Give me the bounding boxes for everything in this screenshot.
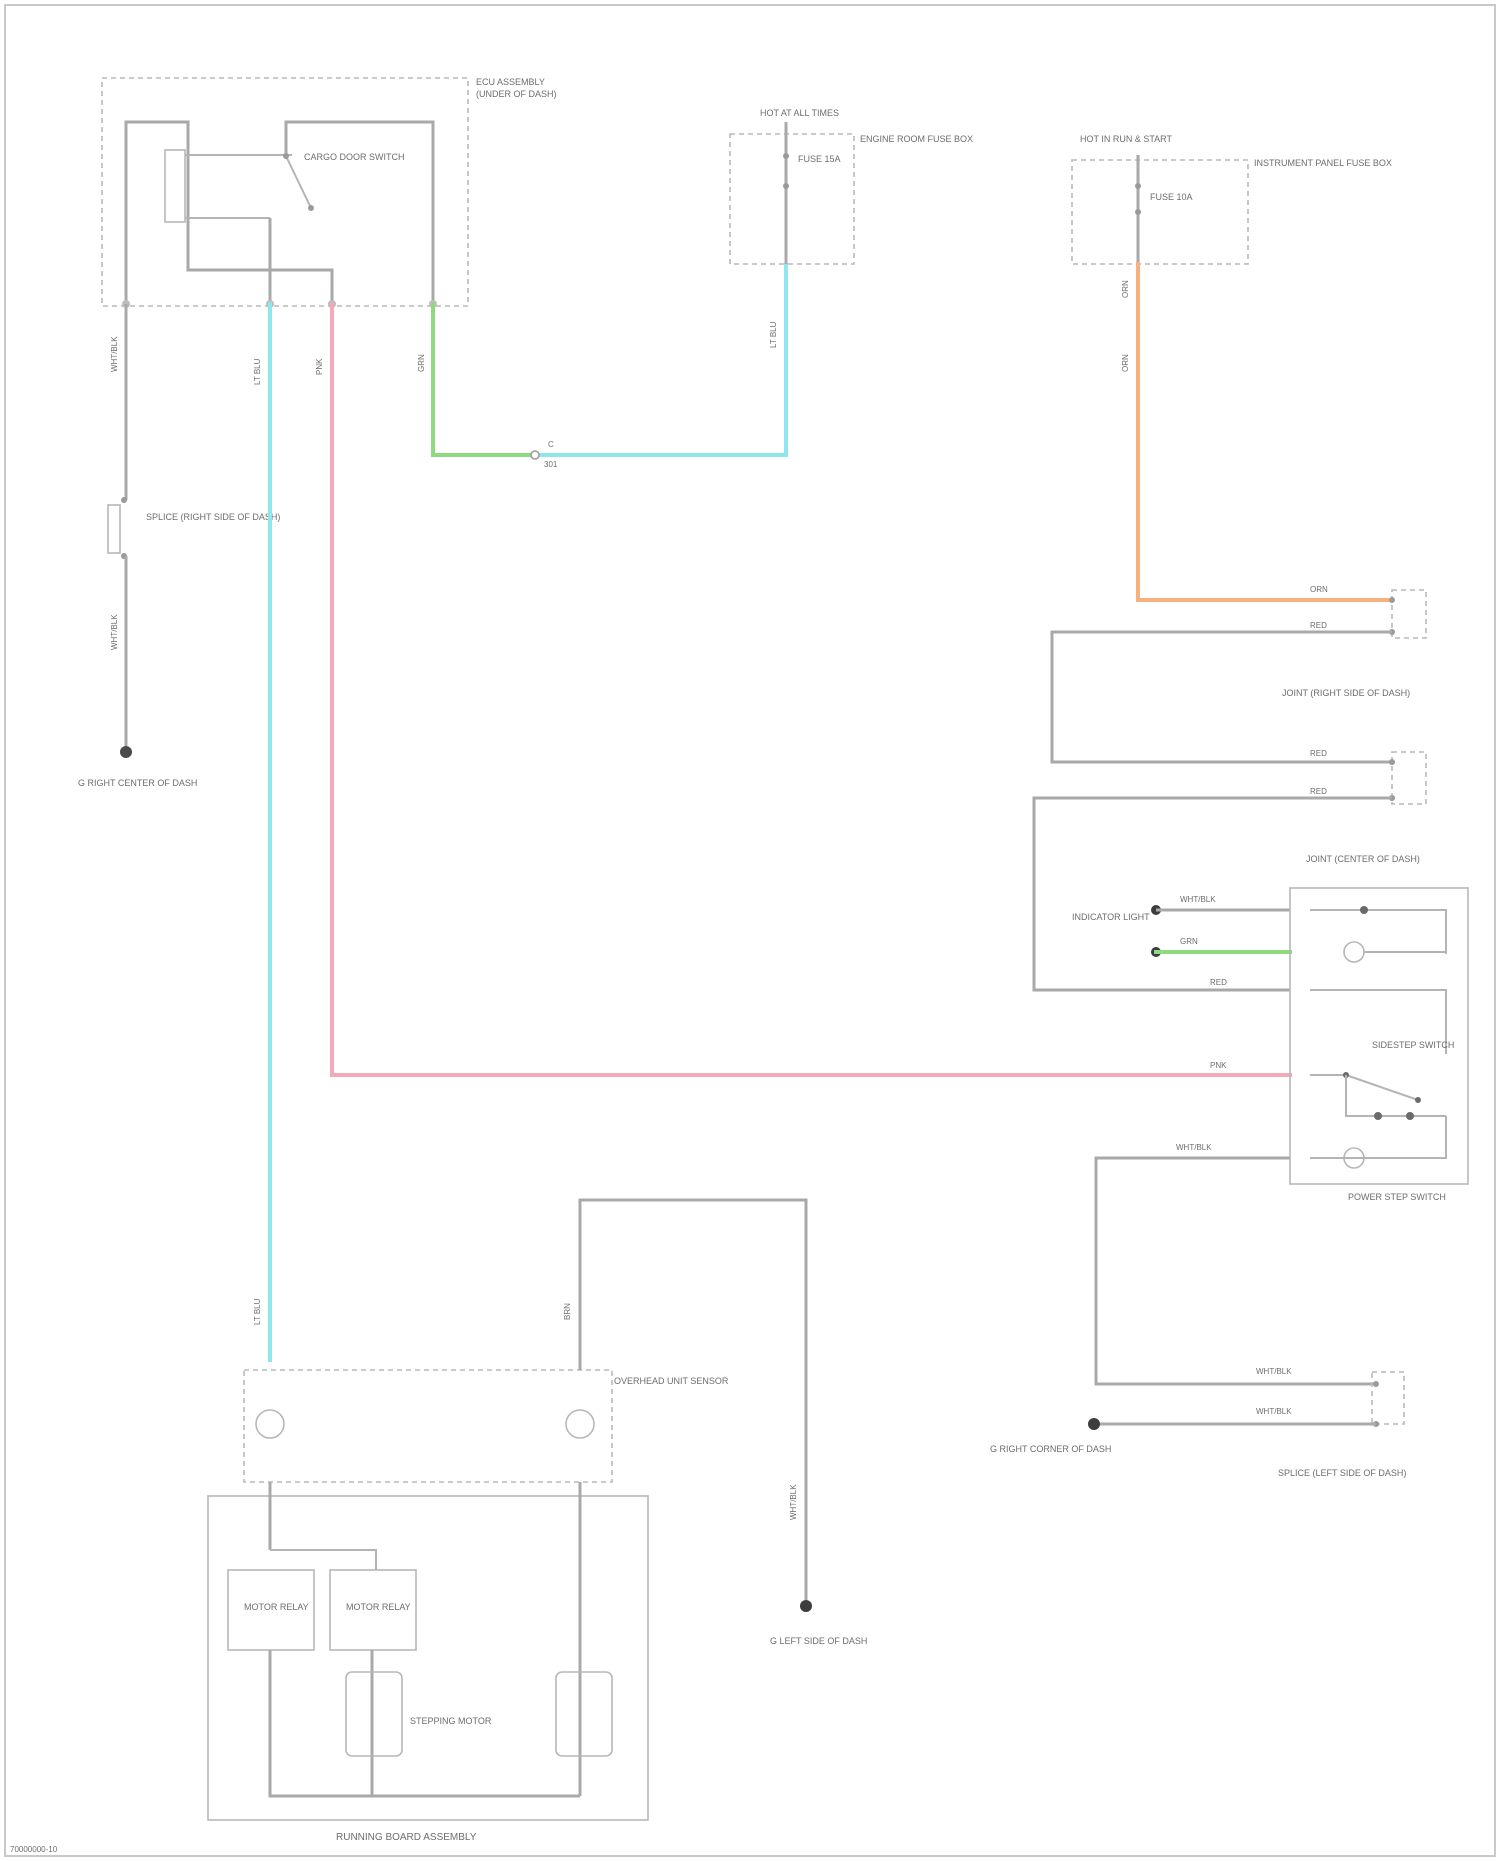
fuse-box-right: HOT IN RUN & START FUSE 10A INSTRUMENT P… xyxy=(1072,134,1392,264)
motor-blue-wire-label: LT BLU xyxy=(253,1298,262,1325)
splice-left xyxy=(108,505,120,553)
row-wht4-label: WHT/BLK xyxy=(1256,1407,1292,1416)
row-grn-label: GRN xyxy=(1180,937,1198,946)
stepping-motor-label: STEPPING MOTOR xyxy=(410,1716,492,1726)
ecu-pink-wire-label: PNK xyxy=(315,358,324,375)
ground-bottom-mid-label: G LEFT SIDE OF DASH xyxy=(770,1636,867,1646)
junction-top: JOINT (RIGHT SIDE OF DASH) xyxy=(1282,590,1426,698)
power-switch-label: POWER STEP SWITCH xyxy=(1348,1192,1446,1202)
connector-pin-right-icon xyxy=(566,1410,594,1438)
ecu-green-wire-label: GRN xyxy=(417,354,426,372)
hot-in-run-label: HOT IN RUN & START xyxy=(1080,134,1173,144)
fuse-right-out1-label: ORN xyxy=(1121,280,1130,298)
motor-brn-wire-label: BRN xyxy=(563,1303,572,1320)
ecu-boundary xyxy=(102,78,468,306)
junction-mid: JOINT (CENTER OF DASH) xyxy=(1306,752,1426,864)
switch-lamp-icon xyxy=(1344,942,1364,962)
fuse-right-out2-label: ORN xyxy=(1121,354,1130,372)
joint-num-label: 301 xyxy=(544,460,558,469)
wire-lt-blu-fuse xyxy=(535,265,786,455)
motor-gnd-wire-label: WHT/BLK xyxy=(789,1484,798,1520)
motor-connector: OVERHEAD UNIT SENSOR xyxy=(244,1370,729,1482)
motor-connector-label: OVERHEAD UNIT SENSOR xyxy=(614,1376,729,1386)
ground-bottom-right-icon xyxy=(1088,1418,1100,1430)
row-red4-label: RED xyxy=(1210,978,1227,987)
cargo-door-switch-label: CARGO DOOR SWITCH xyxy=(304,152,405,162)
row-wht2-label: WHT/BLK xyxy=(1176,1143,1212,1152)
row-red1-label: RED xyxy=(1310,621,1327,630)
row-wht3-label: WHT/BLK xyxy=(1256,1367,1292,1376)
wire-orn-fuse xyxy=(1138,264,1390,600)
ecu-blue-wire-label: LT BLU xyxy=(253,358,262,385)
wire-grn-ecu xyxy=(433,304,535,455)
sidestep-switch-label: SIDESTEP SWITCH xyxy=(1372,1040,1454,1050)
fuse-right-name: FUSE 10A xyxy=(1150,192,1193,202)
ecu-assembly: ECU ASSEMBLY (UNDER OF DASH) CARGO DOOR … xyxy=(102,77,557,306)
fuse-box-left-label: ENGINE ROOM FUSE BOX xyxy=(860,134,973,144)
row-wht1-label: WHT/BLK xyxy=(1180,895,1216,904)
fuse-left-name: FUSE 15A xyxy=(798,154,841,164)
ground-bottom-right-label: G RIGHT CORNER OF DASH xyxy=(990,1444,1111,1454)
wire-brn-motor-gnd xyxy=(580,1200,806,1600)
row-orn-label: ORN xyxy=(1310,585,1328,594)
ecu-note-label: (UNDER OF DASH) xyxy=(476,89,557,99)
wire-pnk-ecu-switch xyxy=(332,304,1290,1075)
ground-left-label: G RIGHT CENTER OF DASH xyxy=(78,778,197,788)
splice-bottom-right-label: SPLICE (LEFT SIDE OF DASH) xyxy=(1278,1468,1406,1478)
row-red3-label: RED xyxy=(1310,787,1327,796)
indicator-light-label: INDICATOR LIGHT xyxy=(1072,912,1150,922)
row-red2-label: RED xyxy=(1310,749,1327,758)
joint-c301 xyxy=(531,451,539,459)
row-pnk-label: PNK xyxy=(1210,1061,1227,1070)
stepping-motor-left-icon xyxy=(346,1672,402,1756)
joint-c-label: C xyxy=(548,440,554,449)
wire-red-loop-2 xyxy=(1034,798,1392,990)
ecu-ground-wire-label: WHT/BLK xyxy=(110,336,119,372)
junction-top-label: JOINT (RIGHT SIDE OF DASH) xyxy=(1282,688,1410,698)
ground-bottom-mid-icon xyxy=(800,1600,812,1612)
wire-wht-switch-gnd xyxy=(1096,1158,1376,1384)
splice-left-label: SPLICE (RIGHT SIDE OF DASH) xyxy=(146,512,280,522)
fuse-box-left: HOT AT ALL TIMES FUSE 15A ENGINE ROOM FU… xyxy=(730,108,973,264)
ecu-assembly-label: ECU ASSEMBLY xyxy=(476,77,545,87)
motor-relay-2-label: MOTOR RELAY xyxy=(346,1602,411,1612)
motor-relay-1-label: MOTOR RELAY xyxy=(244,1602,309,1612)
running-board-assembly: MOTOR RELAY MOTOR RELAY STEPPING MOTOR R… xyxy=(208,1482,648,1843)
splice-ground-wire-label: WHT/BLK xyxy=(110,614,119,650)
footer-code: 70000000-10 xyxy=(10,1845,58,1854)
running-board-label: RUNNING BOARD ASSEMBLY xyxy=(336,1832,477,1843)
connector-pin-left-icon xyxy=(256,1410,284,1438)
fuse-box-right-label: INSTRUMENT PANEL FUSE BOX xyxy=(1254,158,1392,168)
junction-mid-label: JOINT (CENTER OF DASH) xyxy=(1306,854,1420,864)
ground-left-icon xyxy=(120,746,132,758)
fuse-left-out-label: LT BLU xyxy=(769,321,778,348)
indicator-light: INDICATOR LIGHT xyxy=(1072,905,1161,957)
stepping-motor-right-icon xyxy=(556,1672,612,1756)
hot-at-all-times-label: HOT AT ALL TIMES xyxy=(760,108,839,118)
power-step-switch: SIDESTEP SWITCH POWER STEP SWITCH xyxy=(1290,888,1468,1202)
